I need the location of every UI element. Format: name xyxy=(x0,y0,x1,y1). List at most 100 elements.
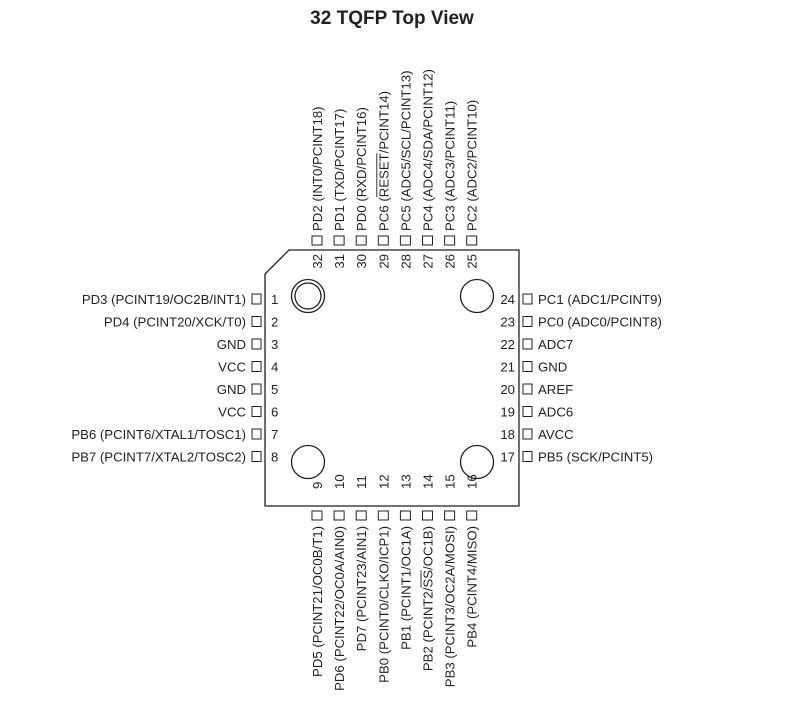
pin-2-label: PD4 (PCINT20/XCK/T0) xyxy=(104,315,246,330)
pin-4-pad xyxy=(251,361,262,372)
pin-30-pad xyxy=(355,235,367,246)
pin-22-label: ADC7 xyxy=(538,337,573,352)
pin-26-number: 26 xyxy=(443,254,458,269)
pin-1-label: PD3 (PCINT19/OC2B/INT1) xyxy=(82,292,246,307)
pin-24-number: 24 xyxy=(500,292,515,307)
pin-30-number: 30 xyxy=(354,254,369,269)
pin-23-pad xyxy=(522,316,533,327)
pin-1-pad xyxy=(251,293,262,305)
pin-20-number: 20 xyxy=(500,382,515,397)
pin-29-number: 29 xyxy=(376,254,391,269)
pin-11-number: 11 xyxy=(354,475,369,489)
mold-dimple-bottom-left xyxy=(290,444,326,480)
pin-4-label: VCC xyxy=(218,360,246,375)
pin-21-label: GND xyxy=(538,360,567,375)
pin-27-pad xyxy=(422,235,433,246)
pin-10-label: PD6 (PCINT22/OC0A/AIN0) xyxy=(332,526,347,691)
pin-7-number: 7 xyxy=(271,427,278,442)
pin-24-label: PC1 (ADC1/PCINT9) xyxy=(538,292,662,307)
pin-7-pad xyxy=(251,428,262,440)
pin-22-pad xyxy=(522,338,533,350)
pin-8-label: PB7 (PCINT7/XTAL2/TOSC2) xyxy=(71,450,246,465)
diagram-title: 32 TQFP Top View xyxy=(310,8,474,29)
pin-13-label: PB1 (PCINT1/OC1A) xyxy=(398,526,413,650)
pin-16-label: PB4 (PCINT4/MISO) xyxy=(465,526,480,648)
pin-32-number: 32 xyxy=(310,254,325,269)
pin-14-pad xyxy=(422,510,433,521)
pin-10-pad xyxy=(333,510,345,521)
pin-17-number: 17 xyxy=(500,450,515,465)
pin-32-pad xyxy=(311,235,323,246)
pin-2-number: 2 xyxy=(271,315,278,330)
pin-18-label: AVCC xyxy=(538,427,574,442)
pin-15-pad xyxy=(444,510,456,521)
mold-dimple-top-right xyxy=(459,278,495,314)
pins-group: 1 PD3 (PCINT19/OC2B/INT1) 2 PD4 (PCINT20/XC… xyxy=(71,69,662,691)
pin-2-pad xyxy=(251,316,262,327)
pin-29-label: PC6 (RESET/PCINT14) xyxy=(376,91,391,231)
pin-29-pad xyxy=(377,235,389,246)
pin-17-pad xyxy=(522,451,533,462)
pin-11-label: PD7 (PCINT23/AIN1) xyxy=(354,526,369,651)
pin-3-number: 3 xyxy=(271,337,278,352)
pin-12-number: 12 xyxy=(376,474,391,489)
pin-24-pad xyxy=(522,293,533,305)
pin-18-pad xyxy=(522,428,533,440)
pin-6-pad xyxy=(251,406,262,417)
pin-6-label: VCC xyxy=(218,405,246,420)
pin-26-pad xyxy=(444,235,456,246)
pin-8-pad xyxy=(251,451,262,462)
pin-6-number: 6 xyxy=(271,405,278,420)
pin-15-label: PB3 (PCINT3/OC2A/MOSI) xyxy=(443,526,458,687)
pin-19-pad xyxy=(522,406,533,417)
pin-20-pad xyxy=(522,383,533,395)
pin-3-pad xyxy=(251,338,262,350)
pin-5-number: 5 xyxy=(271,382,278,397)
pin-10-number: 10 xyxy=(332,474,347,489)
pin-28-number: 28 xyxy=(398,254,413,269)
pin-11-pad xyxy=(355,510,367,521)
pin-8-number: 8 xyxy=(271,450,278,465)
pin-27-label: PC4 (ADC4/SDA/PCINT12) xyxy=(421,69,436,231)
pin-17-label: PB5 (SCK/PCINT5) xyxy=(538,450,653,465)
pin-12-pad xyxy=(377,510,389,521)
pin-14-number: 14 xyxy=(421,474,436,489)
pin-25-number: 25 xyxy=(465,254,480,269)
pin-22-number: 22 xyxy=(500,337,515,352)
pin-14-label: PB2 (PCINT2/SS/OC1B) xyxy=(421,526,436,671)
pin-13-pad xyxy=(399,510,411,521)
pin-21-pad xyxy=(522,361,533,372)
pin-31-label: PD1 (TXD/PCINT17) xyxy=(332,109,347,231)
pin-16-number: 16 xyxy=(465,474,480,489)
pin-16-pad xyxy=(466,510,478,521)
pin-19-number: 19 xyxy=(500,405,515,420)
pin-5-label: GND xyxy=(217,382,246,397)
pin-15-number: 15 xyxy=(443,474,458,489)
pin-4-number: 4 xyxy=(271,360,278,375)
pin-5-pad xyxy=(251,383,262,395)
pin1-indicator-dimple-inner xyxy=(294,282,322,310)
pin-3-label: GND xyxy=(217,337,246,352)
pin-23-label: PC0 (ADC0/PCINT8) xyxy=(538,315,662,330)
pin-27-number: 27 xyxy=(421,254,436,269)
pin-20-label: AREF xyxy=(538,382,573,397)
pin-9-pad xyxy=(311,510,323,521)
pin-1-number: 1 xyxy=(271,292,278,307)
pin-23-number: 23 xyxy=(500,315,515,330)
pin-25-label: PC2 (ADC2/PCINT10) xyxy=(465,100,480,231)
pin-28-label: PC5 (ADC5/SCL/PCINT13) xyxy=(398,71,413,232)
pin-31-number: 31 xyxy=(332,254,347,269)
pin-28-pad xyxy=(399,235,411,246)
mold-dimple-bottom-right xyxy=(459,444,495,480)
pin-26-label: PC3 (ADC3/PCINT11) xyxy=(443,101,458,231)
pin-19-label: ADC6 xyxy=(538,405,573,420)
pin-31-pad xyxy=(333,235,345,246)
pin-9-label: PD5 (PCINT21/OC0B/T1) xyxy=(310,526,325,677)
pin-25-pad xyxy=(466,235,478,246)
pin-7-label: PB6 (PCINT6/XTAL1/TOSC1) xyxy=(71,427,246,442)
pin-9-number: 9 xyxy=(310,482,325,489)
pin-30-label: PD0 (RXD/PCINT16) xyxy=(354,107,369,231)
pin-32-label: PD2 (INT0/PCINT18) xyxy=(310,106,325,231)
pin-21-number: 21 xyxy=(500,360,515,375)
